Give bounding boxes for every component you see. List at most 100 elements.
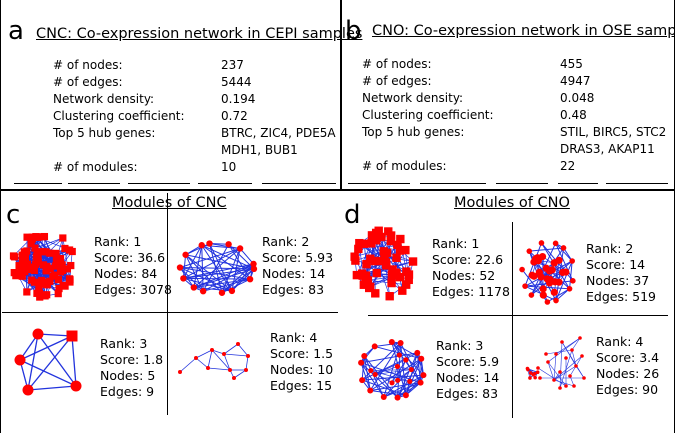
module-score: Score: 5.93 xyxy=(262,250,334,265)
network-node xyxy=(569,258,575,264)
network-edge xyxy=(239,248,254,265)
stat-value: 455 xyxy=(560,57,583,71)
network-edge xyxy=(365,279,407,286)
network-node xyxy=(392,253,401,262)
network-node xyxy=(417,379,424,386)
module-score: Score: 1.8 xyxy=(100,352,164,367)
stat-value: 10 xyxy=(221,160,237,174)
network-node xyxy=(178,370,182,374)
network-edge xyxy=(360,352,418,364)
module-rank: Rank: 1 xyxy=(94,234,142,249)
module-network-c3 xyxy=(14,328,82,396)
network-edge xyxy=(366,263,403,291)
network-node xyxy=(65,275,74,283)
network-node xyxy=(374,226,383,235)
network-edge xyxy=(182,244,203,279)
network-edge xyxy=(27,385,77,391)
network-node xyxy=(199,287,207,295)
module-network-c1 xyxy=(9,232,76,301)
stat-value: STIL, BIRC5, STC2 xyxy=(560,125,667,139)
network-edge xyxy=(27,333,39,391)
network-edge xyxy=(405,358,422,396)
network-edge xyxy=(537,367,567,387)
network-node xyxy=(70,380,82,392)
network-node xyxy=(568,374,572,378)
network-node xyxy=(395,377,401,383)
network-edge xyxy=(361,379,407,396)
network-edge xyxy=(400,342,422,383)
network-edge xyxy=(183,248,241,279)
network-edge xyxy=(397,358,422,398)
network-node xyxy=(180,275,187,282)
network-node xyxy=(554,352,558,356)
network-node xyxy=(387,278,396,288)
network-node xyxy=(535,370,540,375)
network-node xyxy=(250,265,258,273)
network-node xyxy=(389,380,395,386)
network-node xyxy=(404,275,413,285)
stat-label: # of modules: xyxy=(362,159,447,173)
network-node xyxy=(418,355,425,362)
network-node xyxy=(228,287,236,295)
network-node xyxy=(46,277,54,285)
network-node xyxy=(30,278,39,286)
network-node xyxy=(387,270,397,280)
module-rank: Rank: 4 xyxy=(270,330,318,345)
module-edges: Edges: 83 xyxy=(262,282,325,297)
network-node xyxy=(66,246,74,254)
network-node xyxy=(560,245,567,251)
divider-vertical-top xyxy=(340,0,342,190)
module-network-d1 xyxy=(350,226,418,301)
network-edge xyxy=(374,345,422,360)
network-node xyxy=(381,258,391,267)
network-node xyxy=(362,259,371,269)
network-edge xyxy=(223,353,231,371)
network-node xyxy=(366,254,375,263)
network-edge xyxy=(554,260,560,282)
module-nodes: Nodes: 14 xyxy=(262,266,326,281)
network-node xyxy=(32,253,40,261)
stat-value: 0.48 xyxy=(560,108,587,122)
network-node xyxy=(9,252,18,260)
network-edge xyxy=(553,365,577,381)
dash xyxy=(128,183,190,184)
network-node xyxy=(59,234,67,242)
network-edge xyxy=(369,342,402,391)
network-edge xyxy=(179,267,233,292)
network-node xyxy=(355,238,364,248)
network-edge xyxy=(391,366,398,383)
network-node xyxy=(570,348,574,352)
network-edge xyxy=(397,352,418,398)
network-node xyxy=(55,284,63,293)
panel-d-title: Modules of CNO xyxy=(454,195,570,211)
network-node xyxy=(519,266,525,273)
network-node xyxy=(580,354,584,358)
network-node xyxy=(361,353,368,360)
network-edge xyxy=(400,342,407,396)
network-node xyxy=(359,377,366,384)
network-node xyxy=(394,363,401,370)
network-edge xyxy=(525,285,570,290)
divider-horizontal-bottom-right xyxy=(368,315,668,316)
network-node xyxy=(538,376,542,380)
network-node xyxy=(539,285,547,293)
network-node xyxy=(403,357,409,363)
network-node xyxy=(371,343,378,350)
network-node xyxy=(408,257,418,266)
module-nodes: Nodes: 52 xyxy=(432,268,496,283)
panel-letter-c: c xyxy=(6,200,21,230)
module-rank: Rank: 3 xyxy=(436,338,484,353)
stat-value: 0.72 xyxy=(221,109,248,123)
module-rank: Rank: 3 xyxy=(100,336,148,351)
network-node xyxy=(564,356,568,360)
network-edge xyxy=(571,337,581,351)
stat-value: BTRC, ZIC4, PDE5A xyxy=(221,126,336,140)
module-edges: Edges: 90 xyxy=(596,382,659,397)
network-node xyxy=(13,269,21,277)
network-node xyxy=(550,259,558,267)
network-edge xyxy=(555,242,573,262)
network-edge xyxy=(202,244,230,292)
divider-horizontal-middle xyxy=(0,189,675,191)
module-score: Score: 3.4 xyxy=(596,350,660,365)
network-edge xyxy=(575,365,585,379)
